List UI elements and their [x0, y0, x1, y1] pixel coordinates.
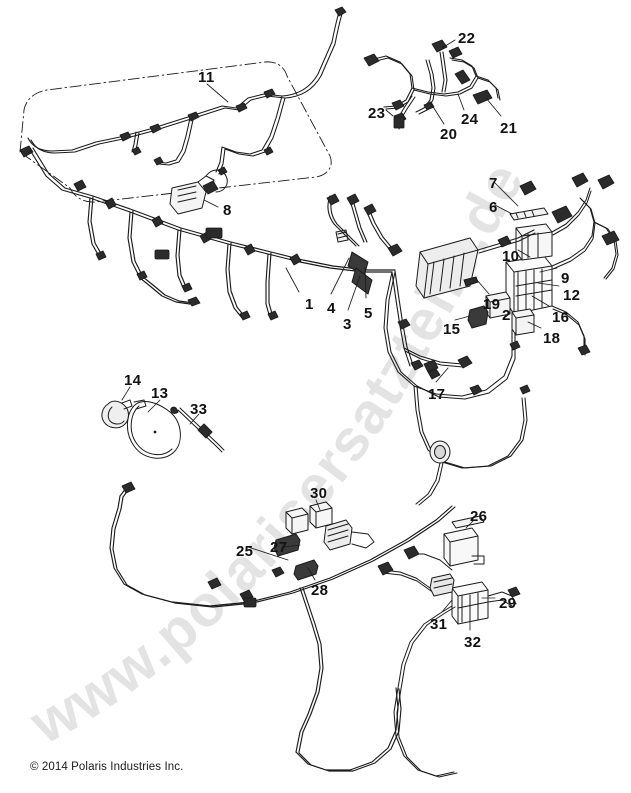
callout-23: 23: [368, 105, 386, 122]
callout-25: 25: [236, 543, 254, 560]
rear-loop: [393, 687, 458, 778]
callout-24: 24: [461, 111, 479, 128]
callout-2: 2: [502, 307, 511, 324]
leader-1: [285, 267, 300, 293]
cluster-leaders: [454, 181, 560, 329]
callout-16: 16: [552, 309, 570, 326]
callout-10: 10: [502, 248, 520, 265]
callout-14: 14: [124, 372, 142, 389]
callout-29: 29: [499, 595, 517, 612]
leaders-top-right: [385, 39, 502, 125]
part-17-lower-loop: [383, 271, 528, 469]
parts-3-4-5-splices: [335, 229, 373, 295]
callout-31: 31: [430, 616, 448, 633]
callout-5: 5: [364, 305, 373, 322]
leader-25: [247, 546, 289, 561]
callout-3: 3: [343, 316, 352, 333]
leader-13: [147, 399, 161, 413]
callout-12: 12: [563, 287, 581, 304]
leader-14: [121, 386, 131, 401]
callout-20: 20: [440, 126, 458, 143]
callout-18: 18: [543, 330, 561, 347]
part-8-module: [169, 169, 228, 215]
callout-1: 1: [305, 296, 314, 313]
callout-9: 9: [561, 270, 570, 287]
grommet: [415, 440, 451, 506]
callout-13: 13: [151, 385, 169, 402]
part-14-clamp: [101, 399, 133, 429]
part-13-tie-loop: [127, 399, 181, 459]
callout-21: 21: [500, 120, 518, 137]
callout-11: 11: [198, 69, 215, 86]
phantom-body-outline: [19, 61, 332, 203]
callout-32: 32: [464, 634, 482, 651]
leaders-3-4-5: [330, 257, 367, 311]
callout-27: 27: [270, 539, 288, 556]
callout-22: 22: [458, 30, 476, 47]
callout-15: 15: [443, 321, 461, 338]
leader-17: [435, 367, 449, 383]
copyright-notice: © 2014 Polaris Industries Inc.: [30, 761, 184, 773]
leader-8: [203, 199, 219, 208]
callout-30: 30: [310, 485, 328, 502]
callout-17: 17: [428, 386, 446, 403]
rear-box-leaders: [441, 519, 496, 631]
callout-6: 6: [489, 199, 498, 216]
callout-19: 19: [483, 296, 501, 313]
callout-26: 26: [470, 508, 488, 525]
leader-11: [206, 83, 229, 103]
leader-33: [189, 413, 200, 425]
part-33-strap: [170, 406, 225, 453]
part-1-clips: [73, 179, 302, 321]
parts-26-29-31-32: [381, 515, 517, 690]
part-20-connectors: [363, 39, 493, 129]
callout-8: 8: [223, 202, 232, 219]
callout-7: 7: [489, 175, 498, 192]
lower-leaders: [283, 499, 321, 581]
callout-28: 28: [311, 582, 329, 599]
callout-33: 33: [190, 401, 208, 418]
part-11-connectors: [19, 6, 347, 176]
callout-4: 4: [327, 300, 336, 317]
